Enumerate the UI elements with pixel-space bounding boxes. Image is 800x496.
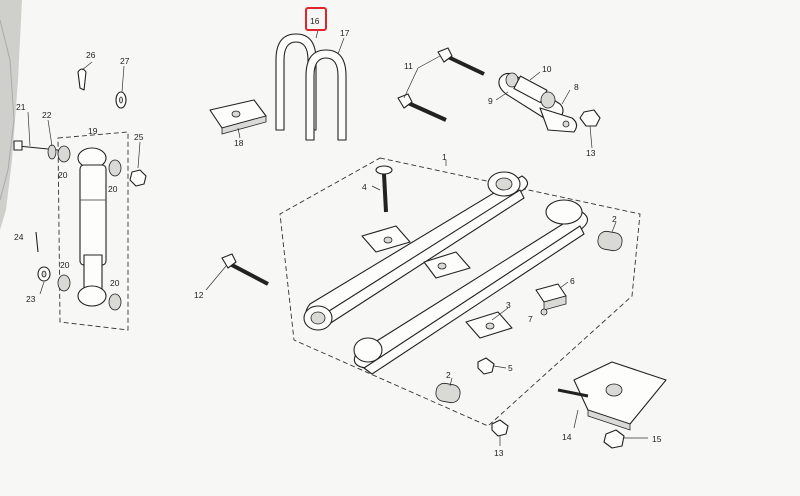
label-20c: 20	[60, 260, 70, 270]
label-9: 9	[488, 96, 493, 106]
label-1: 1	[442, 152, 447, 162]
label-13b: 13	[494, 448, 504, 458]
label-20a: 20	[58, 170, 68, 180]
label-3: 3	[506, 300, 511, 310]
shock-absorber-group	[13, 61, 147, 331]
label-7: 7	[528, 314, 533, 324]
label-13a: 13	[586, 148, 596, 158]
shackle-bolts	[397, 47, 485, 122]
label-10: 10	[542, 64, 552, 74]
mounting-plate	[491, 361, 667, 449]
label-20b: 20	[108, 184, 118, 194]
label-4: 4	[362, 182, 367, 192]
label-15: 15	[652, 434, 662, 444]
label-22: 22	[42, 110, 52, 120]
label-14: 14	[562, 432, 572, 442]
label-21: 21	[16, 102, 26, 112]
part-labels: 1 2 2 3 4 5 6 7 8 9 10 11 12 13 13 14 15…	[14, 16, 662, 458]
label-6: 6	[570, 276, 575, 286]
label-26: 26	[86, 50, 96, 60]
label-23: 23	[26, 294, 36, 304]
label-2b: 2	[446, 370, 451, 380]
label-24: 24	[14, 232, 24, 242]
label-2a: 2	[612, 214, 617, 224]
label-8: 8	[574, 82, 579, 92]
label-25: 25	[134, 132, 144, 142]
u-bolt-group	[275, 29, 347, 141]
label-11: 11	[404, 61, 413, 71]
leaf-spring-assembly	[279, 157, 641, 427]
u-bolt-plate	[209, 99, 267, 139]
label-12: 12	[194, 290, 204, 300]
label-5: 5	[508, 363, 513, 373]
label-17: 17	[340, 28, 350, 38]
label-20d: 20	[110, 278, 120, 288]
shackle-assembly	[495, 71, 601, 149]
label-19: 19	[88, 126, 98, 136]
label-16: 16	[310, 16, 320, 26]
label-27: 27	[120, 56, 130, 66]
highlight-box-16	[305, 7, 327, 31]
page-edge-shadow	[0, 0, 22, 230]
label-18: 18	[234, 138, 244, 148]
bolt-12	[205, 253, 269, 291]
